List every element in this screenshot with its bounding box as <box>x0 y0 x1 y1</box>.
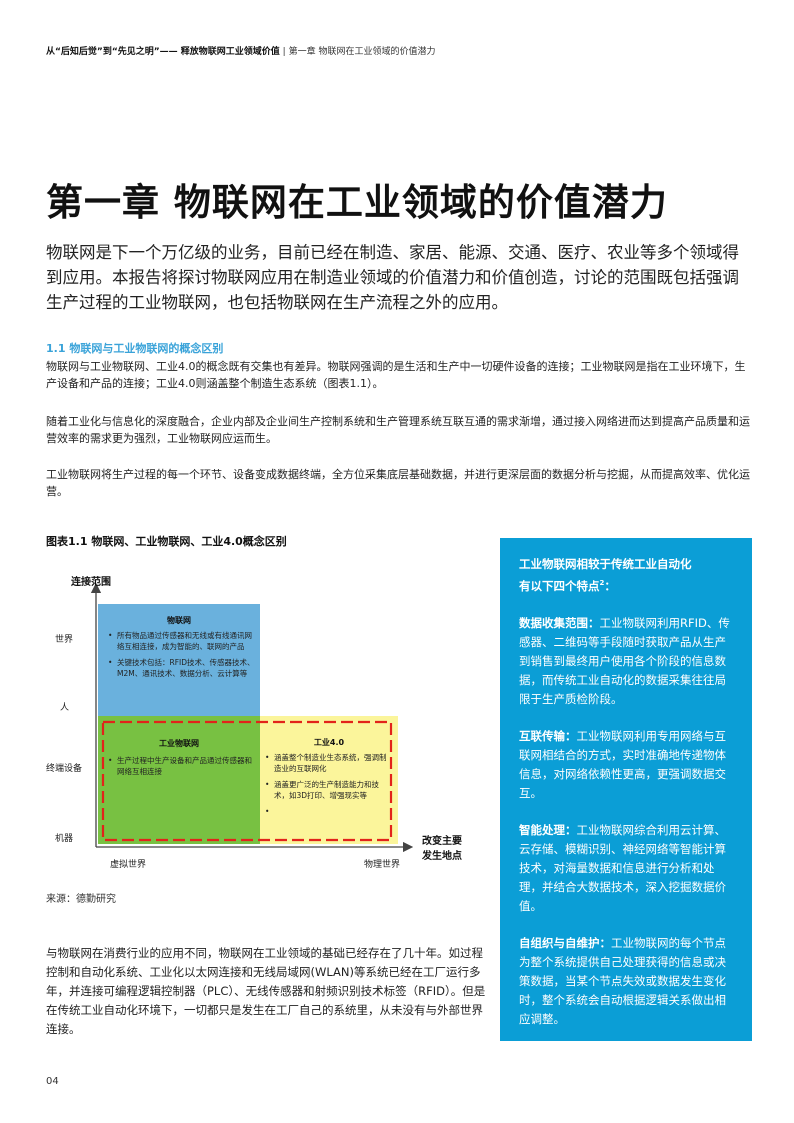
x-tick-virtual: 虚拟世界 <box>110 860 147 870</box>
chapter-title: 第一章 物联网在工业领域的价值潜力 <box>46 181 668 224</box>
section-paragraph-1: 物联网与工业物联网、工业4.0的概念既有交集也有差异。物联网强调的是生活和生产中… <box>46 360 746 390</box>
diagram-canvas <box>90 582 414 853</box>
body-paragraph-left: 与物联网在消费行业的应用不同，物联网在工业领域的基础已经存在了几十年。如过程控制… <box>46 946 486 1036</box>
header-separator: | <box>282 47 286 57</box>
industry40-dashed-border <box>101 720 393 842</box>
sidebar-item-term: 数据收集范围： <box>519 615 600 630</box>
sidebar-heading-footnote: 2 <box>599 579 605 587</box>
iot-box-item: 关键技术包括：RFID技术、传感器技术、M2M、通讯技术、数据分析、云计算等 <box>108 657 256 679</box>
sidebar-heading: 工业物联网相较于传统工业自动化 有以下四个特点2： <box>519 555 734 596</box>
sidebar-item-data-collection: 数据收集范围：工业物联网利用RFID、传感器、二维码等手段随时获取产品从生产到销… <box>519 614 734 709</box>
sidebar-item-text: 工业物联网综合利用云计算、云存储、模糊识别、神经网络等智能计算技术，对海量数据和… <box>519 822 726 913</box>
industry40-box-item: 涵盖更广泛的生产制造能力和技术，如3D打印、增强现实等 <box>265 779 389 801</box>
iot-box-list: 所有物品通过传感器和无线或有线通讯网络互相连接，成为智能的、联网的产品 关键技术… <box>108 630 256 684</box>
sidebar-heading-line2: 有以下四个特点2： <box>519 574 734 596</box>
section-paragraph-3: 工业物联网将生产过程的每一个环节、设备变成数据终端，全方位采集底层基础数据，并进… <box>46 468 750 498</box>
y-tick-machine: 机器 <box>55 834 74 844</box>
industry40-box-title: 工业4.0 <box>313 738 345 747</box>
sidebar-heading-line2-text: 有以下四个特点 <box>519 578 600 593</box>
sidebar-item-text: 工业物联网利用RFID、传感器、二维码等手段随时获取产品从生产到销售到最终用户使… <box>519 615 730 706</box>
sidebar-item-self-organizing: 自组织与自维护：工业物联网的每个节点为整个系统提供自己处理获得的信息或决策数据，… <box>519 934 734 1029</box>
sidebar-heading-line1: 工业物联网相较于传统工业自动化 <box>519 557 692 571</box>
sidebar-heading-colon: ： <box>604 578 616 593</box>
sidebar-item-term: 自组织与自维护： <box>519 935 611 950</box>
y-tick-terminal: 终端设备 <box>46 764 83 774</box>
iiot-box-list: 生产过程中生产设备和产品通过传感器和网络互相连接 <box>108 755 256 782</box>
x-axis-label-line1: 改变主要 <box>422 836 462 847</box>
concept-diagram: 连接范围 世界 人 终端设备 机器 虚拟世界 物理世界 改变主要 发生地点 物联… <box>46 560 486 880</box>
industry40-box-list: 涵盖整个制造业生态系统，强调制造业的互联网化 涵盖更广泛的生产制造能力和技术，如… <box>265 752 389 817</box>
sidebar-item-term: 智能处理： <box>519 822 577 837</box>
figure-source: 来源：德勤研究 <box>46 894 116 905</box>
sidebar-item-intelligent-processing: 智能处理：工业物联网综合利用云计算、云存储、模糊识别、神经网络等智能计算技术，对… <box>519 821 734 916</box>
sidebar-item-text: 工业物联网的每个节点为整个系统提供自己处理获得的信息或决策数据，当某个节点失效或… <box>519 935 726 1026</box>
iiot-box <box>98 716 260 844</box>
x-tick-physical: 物理世界 <box>364 860 401 870</box>
sidebar-item-term: 互联传输： <box>519 728 577 743</box>
iot-box-title: 物联网 <box>167 616 191 625</box>
y-tick-people: 人 <box>60 703 70 713</box>
header-chapter-ref: 第一章 物联网在工业领域的价值潜力 <box>288 47 436 57</box>
section-heading: 1.1 物联网与工业物联网的概念区别 <box>46 342 224 355</box>
sidebar-item-text: 工业物联网利用专用网络与互联网相结合的方式，实时准确地传递物体信息，对网络依赖性… <box>519 728 726 800</box>
page-number: 04 <box>46 1076 59 1087</box>
header-report-title: 从“后知后觉”到“先见之明”—— 释放物联网工业领域价值 <box>46 47 280 57</box>
y-tick-world: 世界 <box>55 635 74 645</box>
iiot-box-title: 工业物联网 <box>159 739 199 748</box>
sidebar-item-transmission: 互联传输：工业物联网利用专用网络与互联网相结合的方式，实时准确地传递物体信息，对… <box>519 727 734 803</box>
intro-paragraph: 物联网是下一个万亿级的业务，目前已经在制造、家居、能源、交通、医疗、农业等多个领… <box>46 243 739 312</box>
figure-caption: 图表1.1 物联网、工业物联网、工业4.0概念区别 <box>46 535 287 548</box>
iiot-box-item: 生产过程中生产设备和产品通过传感器和网络互相连接 <box>108 755 256 777</box>
running-header: 从“后知后觉”到“先见之明”—— 释放物联网工业领域价值 | 第一章 物联网在工… <box>46 44 435 57</box>
x-axis-label: 改变主要 发生地点 <box>422 834 462 864</box>
y-axis-label: 连接范围 <box>71 577 111 588</box>
sidebar-box: 工业物联网相较于传统工业自动化 有以下四个特点2： 数据收集范围：工业物联网利用… <box>500 538 752 1041</box>
industry40-box-item: 涵盖整个制造业生态系统，强调制造业的互联网化 <box>265 752 389 774</box>
section-paragraph-2: 随着工业化与信息化的深度融合，企业内部及企业间生产控制系统和生产管理系统互联互通… <box>46 415 750 445</box>
x-axis-label-line2: 发生地点 <box>422 851 462 862</box>
iot-box-item: 所有物品通过传感器和无线或有线通讯网络互相连接，成为智能的、联网的产品 <box>108 630 256 652</box>
